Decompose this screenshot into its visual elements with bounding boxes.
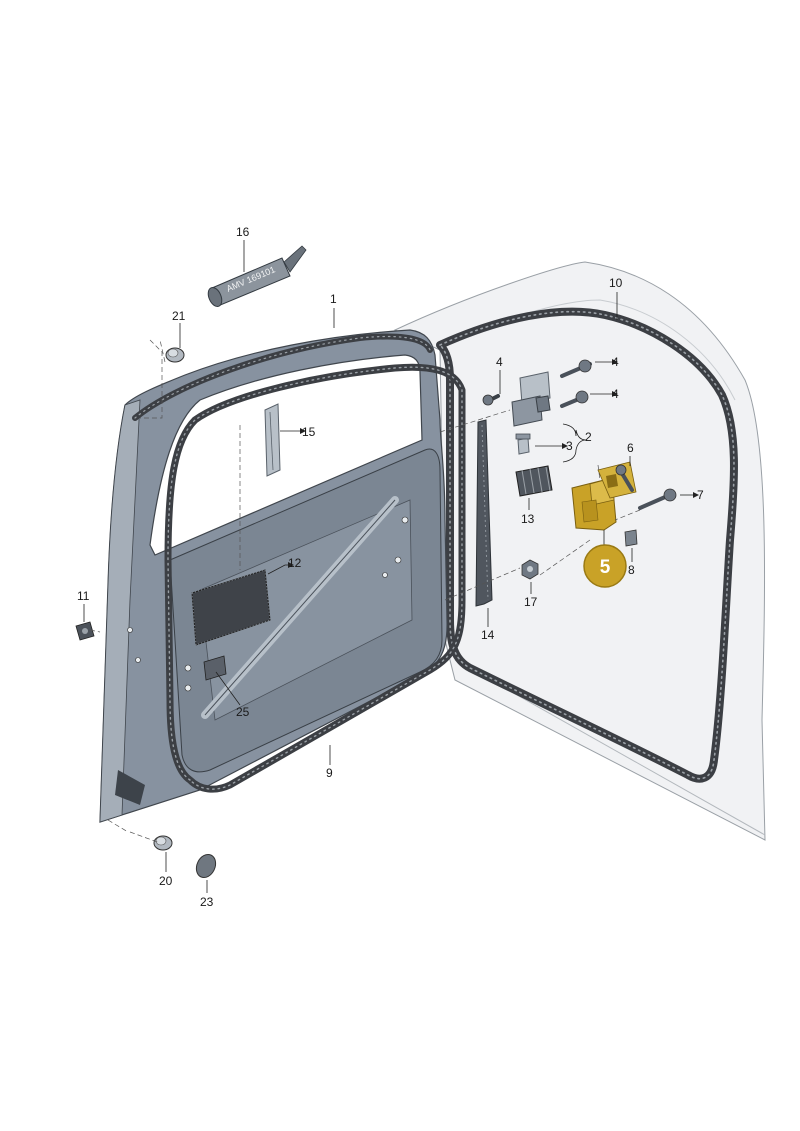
hinge-bolt-left bbox=[482, 394, 500, 406]
callout-1: 1 bbox=[330, 292, 337, 306]
rubber-plug-top bbox=[165, 347, 185, 363]
callout-16: 16 bbox=[236, 225, 250, 239]
lower-hinge-highlighted[interactable] bbox=[571, 461, 637, 531]
callout-21: 21 bbox=[172, 309, 186, 323]
cover-cap bbox=[195, 853, 217, 879]
hinge-bolt-upper-right bbox=[560, 359, 592, 378]
sound-damping-pad bbox=[191, 569, 271, 646]
window-guide-rail bbox=[264, 403, 281, 477]
hinge-bolt-lower-right bbox=[560, 390, 589, 408]
highlight-badge-label: 5 bbox=[600, 557, 611, 578]
rubber-plug-bottom bbox=[153, 835, 173, 851]
callout-7: 7 bbox=[697, 488, 704, 502]
assembly-lines bbox=[89, 339, 641, 844]
callout-3: 3 bbox=[566, 439, 573, 453]
callout-17: 17 bbox=[524, 595, 538, 609]
callout-4-upper: 4 bbox=[612, 355, 619, 369]
callout-15: 15 bbox=[302, 425, 316, 439]
retaining-clip bbox=[75, 621, 95, 641]
door-seal bbox=[164, 363, 466, 793]
arrow-heads bbox=[288, 359, 699, 568]
highlight-badge-circle bbox=[583, 544, 627, 588]
callout-8: 8 bbox=[628, 563, 635, 577]
callout-labels: 1 2 3 4 4 4 6 7 8 9 10 11 12 13 14 15 16… bbox=[77, 225, 704, 909]
adhesive-tube: AMV 169101 bbox=[207, 245, 307, 307]
callout-4-lower: 4 bbox=[612, 387, 619, 401]
callout-25: 25 bbox=[236, 705, 250, 719]
callout-9: 9 bbox=[326, 766, 333, 780]
callout-6: 6 bbox=[627, 441, 634, 455]
callout-2: 2 bbox=[585, 430, 592, 444]
callout-13: 13 bbox=[521, 512, 535, 526]
access-hole-plug bbox=[203, 655, 227, 681]
callout-14: 14 bbox=[481, 628, 495, 642]
highlight-badge[interactable]: 5 bbox=[583, 544, 627, 588]
hex-nut bbox=[521, 559, 539, 580]
callout-11: 11 bbox=[77, 589, 90, 603]
callout-4-left: 4 bbox=[496, 355, 503, 369]
window-frame-seal bbox=[132, 333, 433, 421]
callout-20: 20 bbox=[159, 874, 173, 888]
vertical-seal-strip bbox=[475, 419, 493, 607]
upper-hinge bbox=[511, 371, 551, 455]
hinge-screw-6 bbox=[615, 464, 634, 492]
body-door-seal bbox=[436, 307, 738, 783]
vehicle-body-panel bbox=[393, 261, 766, 841]
callout-10: 10 bbox=[609, 276, 623, 290]
leader-lines bbox=[83, 240, 693, 893]
callout-23: 23 bbox=[200, 895, 214, 909]
door-buffer bbox=[515, 465, 553, 497]
hinge-stop-8 bbox=[624, 529, 638, 547]
hinge-bolt-7 bbox=[638, 488, 677, 510]
callout-12: 12 bbox=[288, 556, 302, 570]
